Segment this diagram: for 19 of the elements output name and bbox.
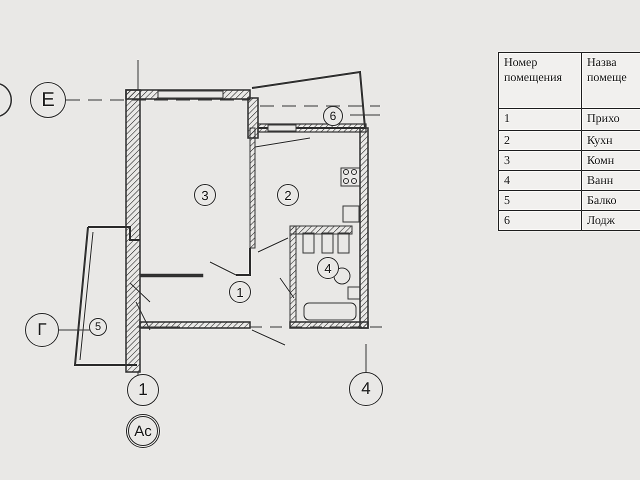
axis-marker: 1 — [127, 374, 159, 406]
table-cell: 1 — [498, 108, 582, 130]
table-cell: 6 — [498, 210, 582, 230]
table-cell: 3 — [498, 150, 582, 170]
column-header: Номер помещения — [498, 52, 582, 108]
table-cell: 4 — [498, 170, 582, 190]
room-number: 4 — [317, 257, 339, 279]
room-number: 2 — [277, 184, 299, 206]
room-number: 5 — [89, 318, 107, 336]
axis-marker: 4 — [349, 372, 383, 406]
room-number: 6 — [323, 106, 343, 126]
column-header: Назва помеще — [582, 52, 640, 108]
axis-marker: Г — [25, 313, 59, 347]
axis-marker: Е — [30, 82, 66, 118]
table-cell: 2 — [498, 130, 582, 150]
table-cell: 5 — [498, 190, 582, 210]
room-number: 3 — [194, 184, 216, 206]
room-number: 1 — [229, 281, 251, 303]
axis-marker: Ас — [126, 414, 160, 448]
